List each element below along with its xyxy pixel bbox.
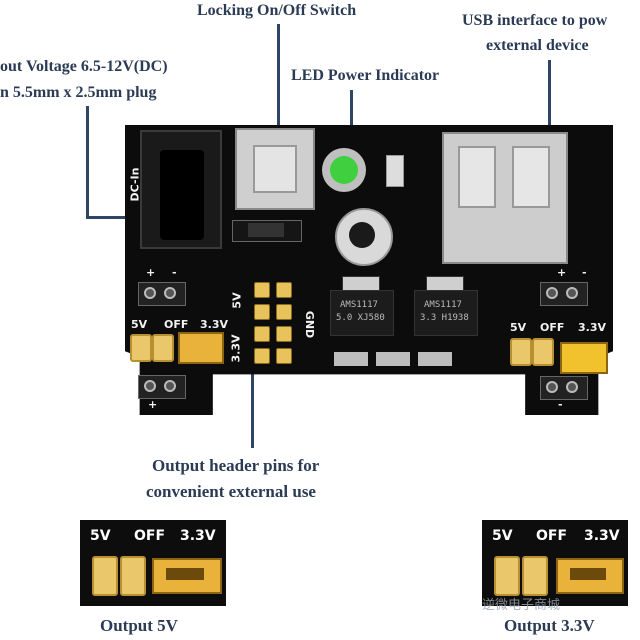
right-off-label: OFF: [540, 321, 565, 334]
left-top-minus: -: [172, 266, 177, 279]
inset-left-pin-off: [120, 556, 146, 596]
output-5v-caption: Output 5V: [100, 616, 178, 635]
pin-hole: [144, 287, 156, 299]
header-pin: [276, 326, 292, 342]
usb-leader-line: [548, 60, 551, 178]
locking-switch-button[interactable]: [253, 145, 297, 193]
input-voltage-label-line2: n 5.5mm x 2.5mm plug: [0, 84, 157, 101]
inset-right-pin-off: [522, 556, 548, 596]
left-jumper-cap[interactable]: [178, 332, 224, 364]
pin-hole: [164, 380, 176, 392]
input-voltage-label-line1: out Voltage 6.5-12V(DC): [0, 58, 168, 75]
smd-pad: [418, 352, 452, 366]
left-off-label: OFF: [164, 318, 189, 331]
usb-port-slot-left: [458, 146, 496, 208]
right-jumper-cap[interactable]: [560, 342, 608, 374]
inset-right-off-label: OFF: [536, 528, 568, 544]
dc-in-label: DC-In: [128, 167, 142, 202]
header-pin: [254, 326, 270, 342]
left-top-plus: +: [146, 266, 156, 279]
inset-left-pin-5v: [92, 556, 118, 596]
output-33v-caption: Output 3.3V: [504, 616, 595, 635]
right-top-minus: -: [582, 266, 587, 279]
regulator-5v-text-line2: 5.0 XJ580: [336, 313, 385, 323]
locking-switch-label: Locking On/Off Switch: [197, 2, 357, 19]
usb-interface-label-line2: external device: [486, 37, 589, 54]
left-pin-off: [152, 334, 174, 362]
header-pin: [276, 304, 292, 320]
header-pins-label-line2: convenient external use: [146, 482, 316, 501]
smd-pad: [376, 352, 410, 366]
inset-left-5v-label: 5V: [90, 528, 111, 544]
inset-left-33v-label: 3.3V: [180, 528, 216, 544]
header-5v-label: 5V: [230, 292, 244, 309]
inset-left-off-label: OFF: [134, 528, 166, 544]
header-leader-line: [251, 360, 254, 448]
regulator-5v-text-line1: AMS1117: [340, 300, 378, 310]
inset-right-5v-label: 5V: [492, 528, 513, 544]
pin-hole: [546, 287, 558, 299]
pin-hole: [164, 287, 176, 299]
capacitor-top: [349, 222, 375, 248]
led-lens: [330, 156, 358, 184]
header-gnd-label: GND: [303, 310, 317, 339]
right-pin-off: [532, 338, 554, 366]
led-indicator-label: LED Power Indicator: [291, 67, 440, 84]
right-5v-label: 5V: [510, 321, 527, 334]
pin-hole: [566, 381, 578, 393]
header-pin: [276, 282, 292, 298]
locking-switch[interactable]: [235, 128, 315, 210]
regulator-5v: [330, 290, 394, 336]
dc-jack-opening: [160, 150, 204, 240]
left-pin-5v: [130, 334, 152, 362]
left-bottom-plus: +: [148, 398, 158, 411]
right-33v-label: 3.3V: [578, 321, 606, 334]
pin-hole: [546, 381, 558, 393]
regulator-33v-text-line1: AMS1117: [424, 300, 462, 310]
input-leader-vertical: [86, 106, 89, 218]
pin-hole: [566, 287, 578, 299]
regulator-33v-text-line2: 3.3 H1938: [420, 313, 469, 323]
header-pin: [254, 304, 270, 320]
switch-leader-line: [277, 24, 280, 154]
right-bottom-minus: -: [558, 398, 563, 411]
pin-hole: [144, 380, 156, 392]
usb-port-slot-right: [512, 146, 550, 208]
header-pins-label-line1: Output header pins for: [152, 456, 320, 475]
inset-right-jumper-slot: [570, 568, 606, 580]
smd-pad: [334, 352, 368, 366]
header-pin: [254, 282, 270, 298]
diode-body: [248, 223, 284, 237]
inset-right-pin-5v: [494, 556, 520, 596]
header-pin: [276, 348, 292, 364]
usb-interface-label-line1: USB interface to pow: [462, 12, 608, 29]
left-5v-label: 5V: [131, 318, 148, 331]
inset-right-33v-label: 3.3V: [584, 528, 620, 544]
right-pin-5v: [510, 338, 532, 366]
inset-left-jumper-slot: [166, 568, 204, 580]
header-33v-label: 3.3V: [229, 334, 243, 363]
right-top-plus: +: [557, 266, 567, 279]
resistor: [386, 155, 404, 187]
watermark: 逆微电子商城: [482, 598, 561, 613]
regulator-33v: [414, 290, 478, 336]
left-33v-label: 3.3V: [200, 318, 228, 331]
header-pin: [254, 348, 270, 364]
